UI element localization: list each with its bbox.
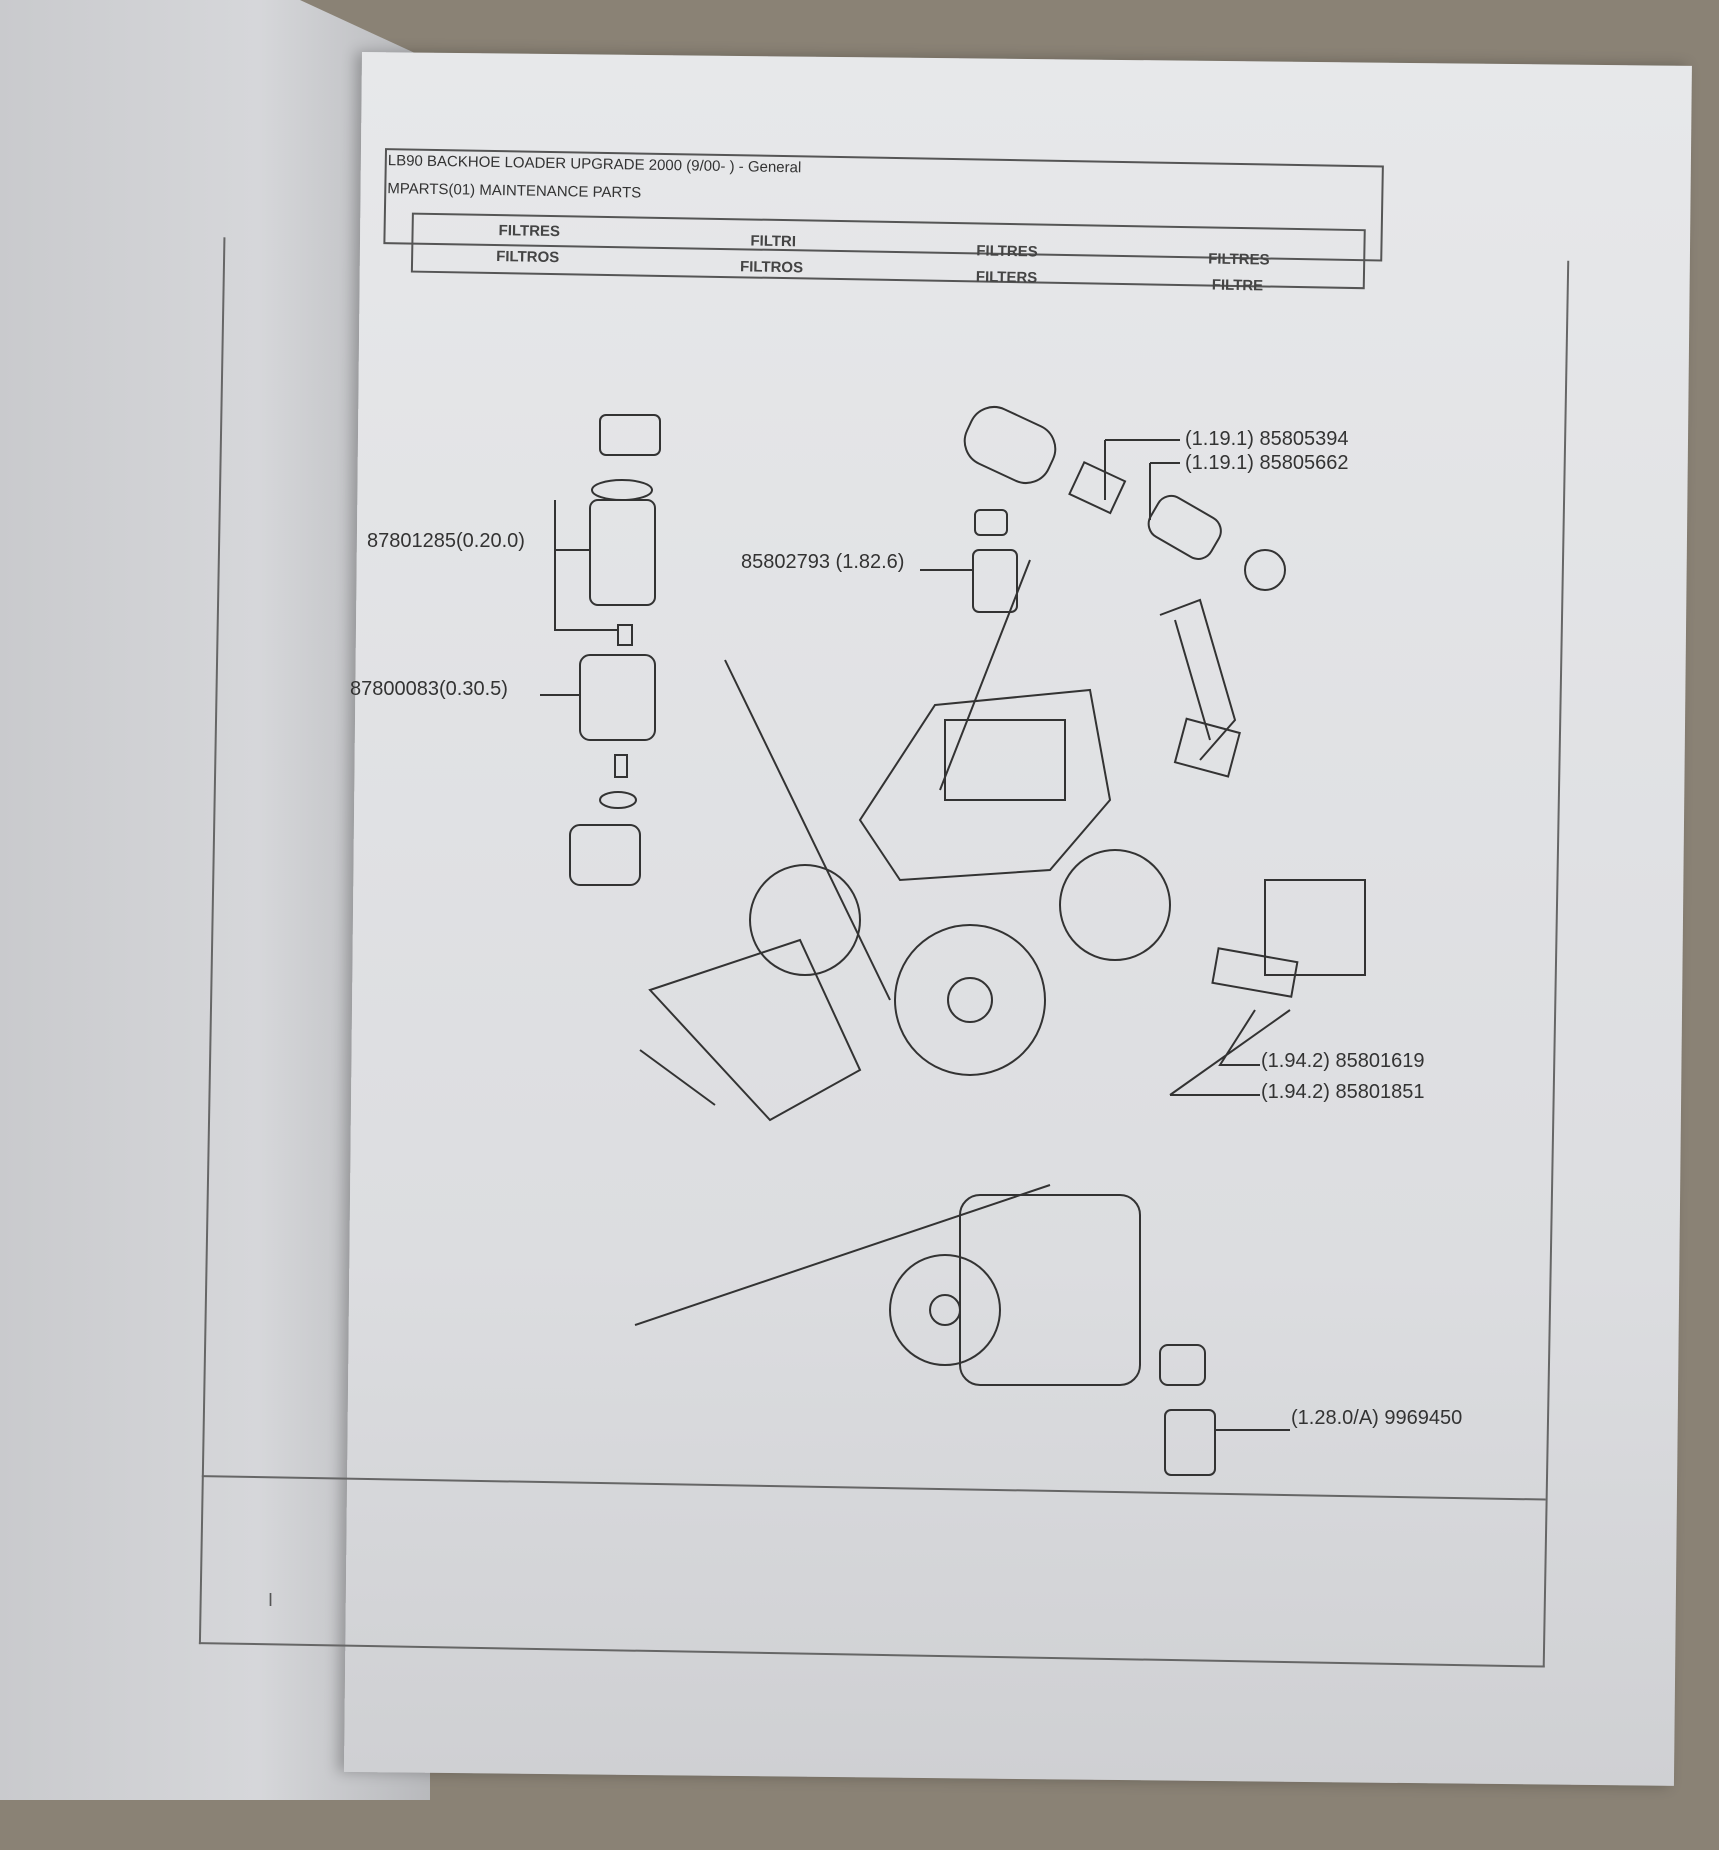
cab-filter — [1169, 879, 1366, 1096]
fuel-filter-assembly — [540, 414, 661, 886]
page-mark: I — [268, 1590, 274, 1610]
callout-cab-filter-2: (1.94.2) 85801851 — [1261, 1081, 1425, 1103]
callout-fuel-filter: 87801285(0.20.0) — [367, 530, 525, 552]
backhoe-loader — [639, 559, 1241, 1122]
engine — [634, 1184, 1141, 1386]
callout-transmission-filter: (1.28.0/A) 9969450 — [1291, 1407, 1463, 1429]
callout-cab-filter-1: (1.94.2) 85801619 — [1261, 1050, 1425, 1072]
callout-hydraulic-filter: 85802793 (1.82.6) — [741, 551, 905, 573]
hydraulic-filter — [920, 509, 1018, 613]
transmission-filter — [1159, 1344, 1290, 1476]
air-filter — [963, 406, 1286, 591]
callout-air-filter-inner: (1.19.1) 85805662 — [1185, 452, 1349, 474]
callout-fuel-prefilter: 87800083(0.30.5) — [350, 678, 508, 700]
callout-air-filter-outer: (1.19.1) 85805394 — [1185, 428, 1349, 450]
